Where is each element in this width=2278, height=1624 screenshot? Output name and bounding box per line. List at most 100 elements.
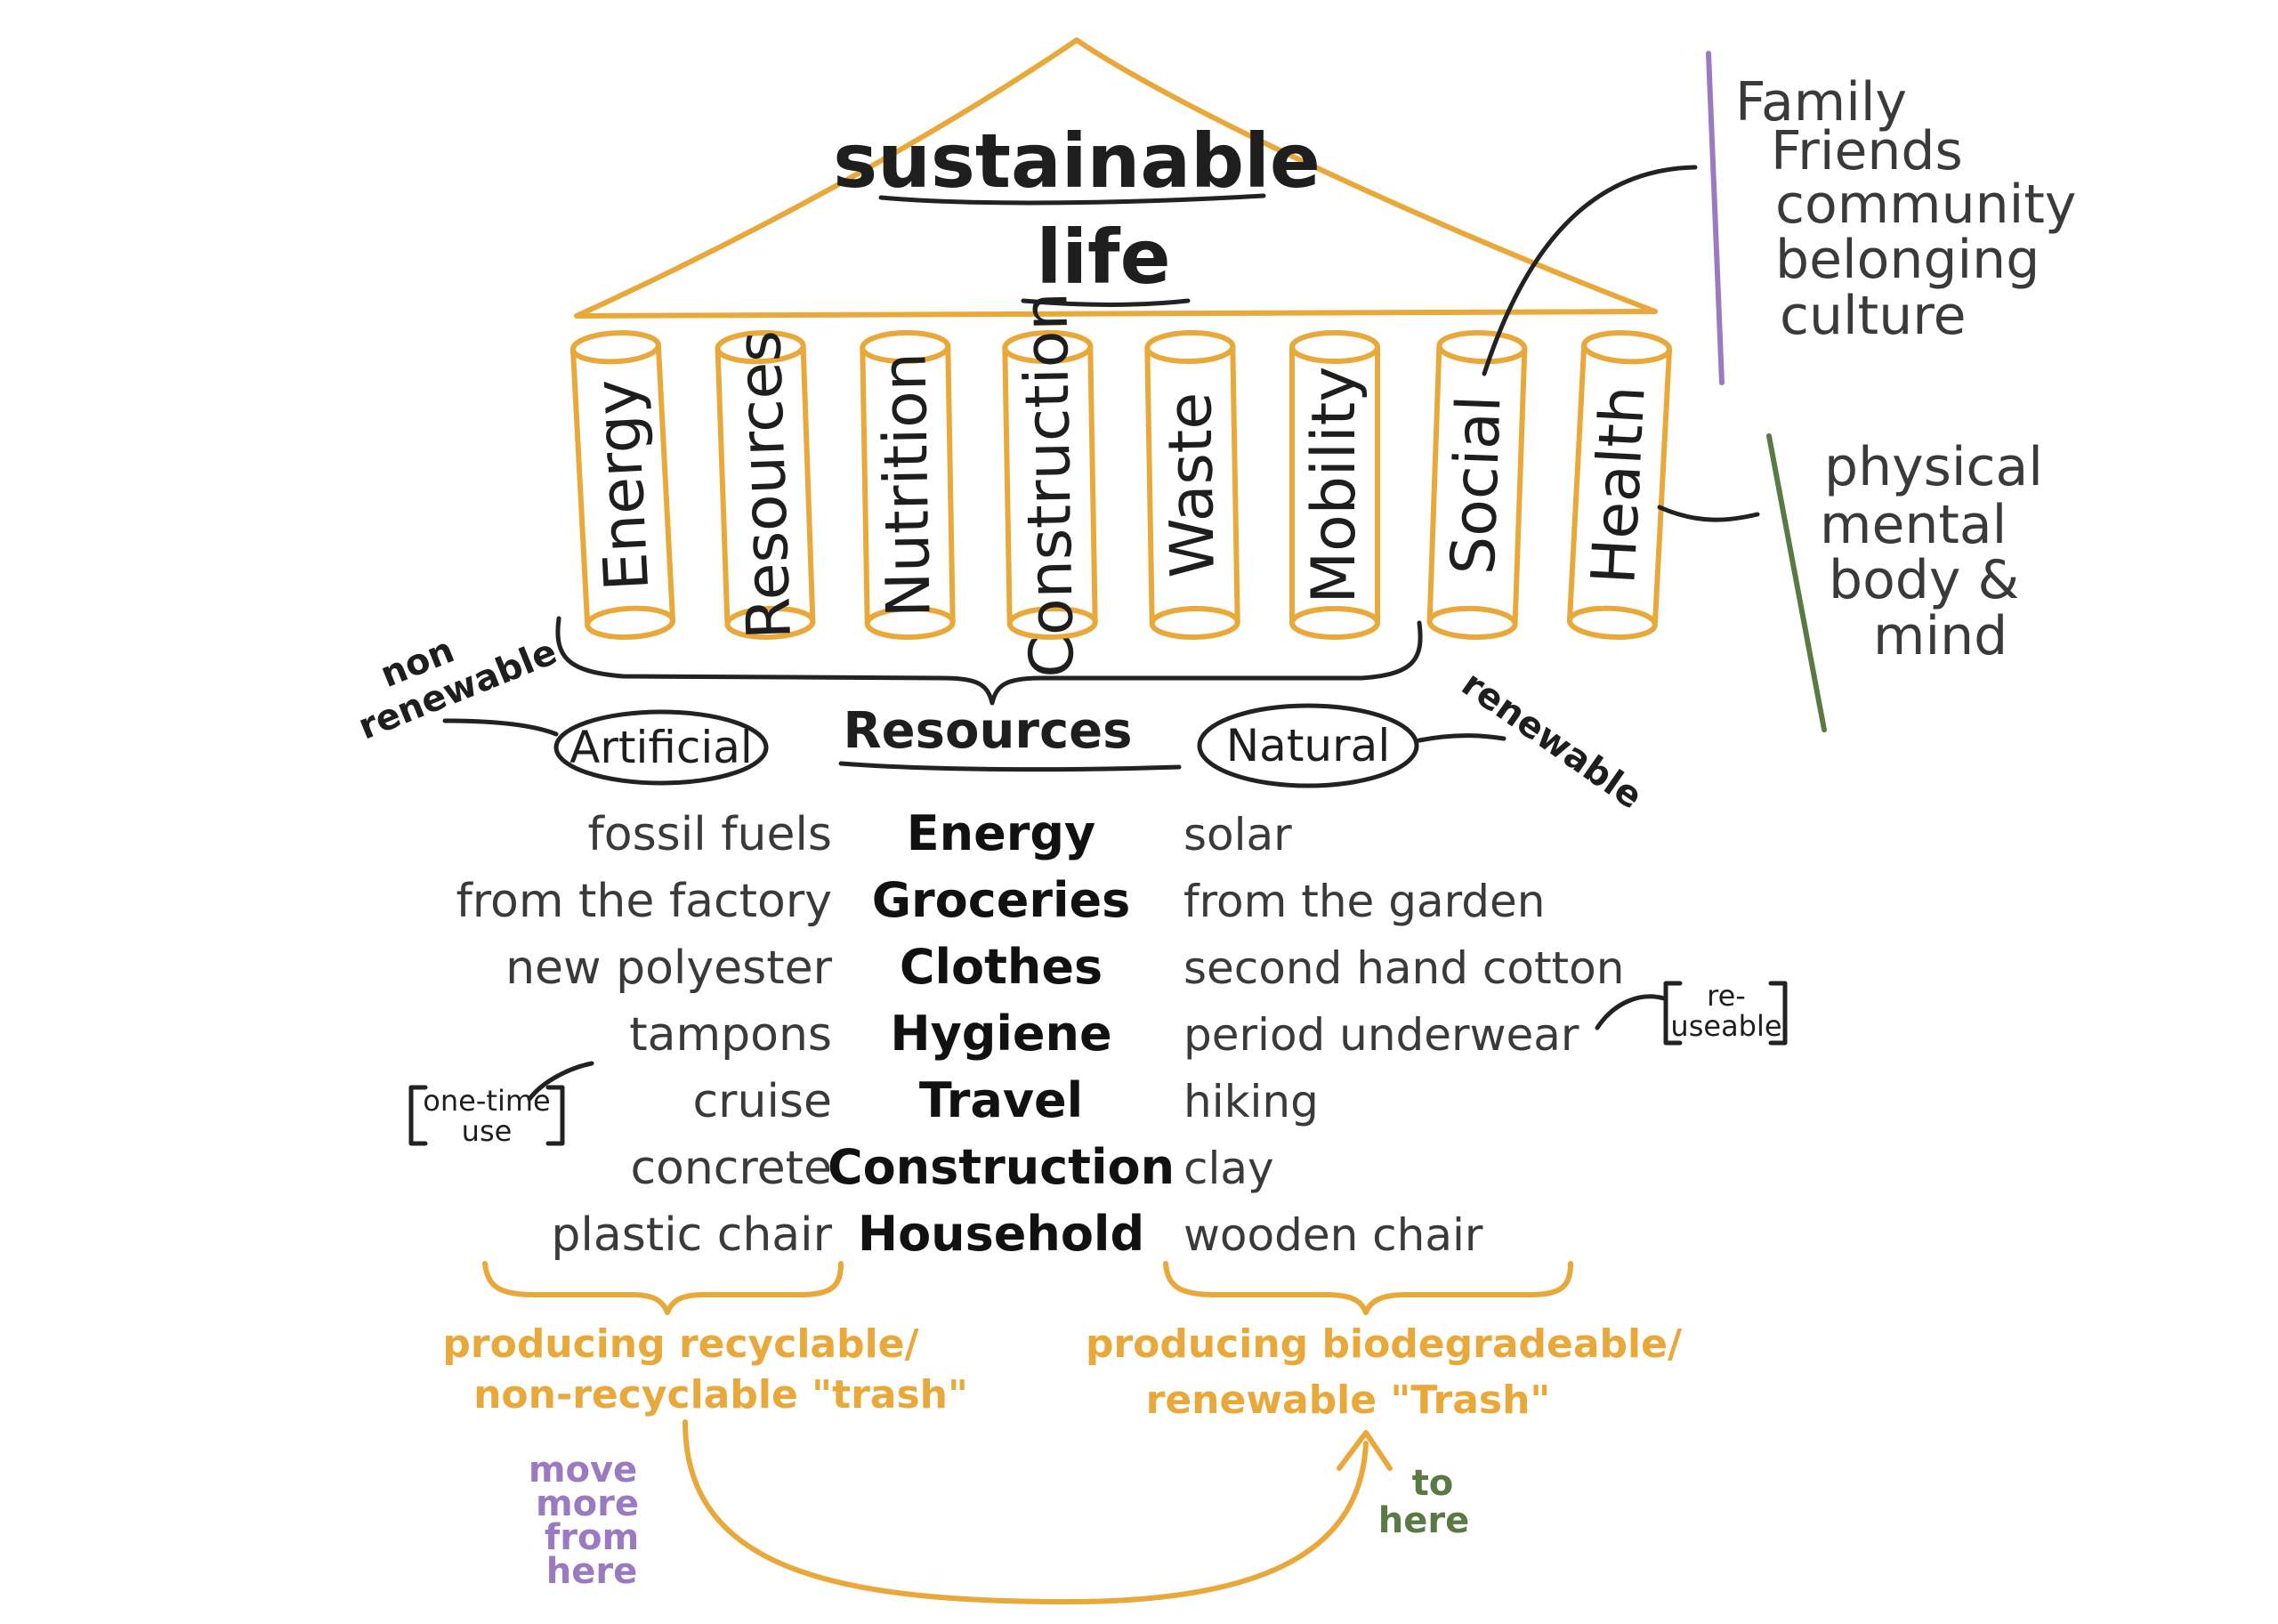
social-divider bbox=[1706, 51, 1725, 385]
natural-item: wooden chair bbox=[1183, 1209, 1483, 1261]
pillar-base bbox=[1289, 606, 1380, 640]
pillar-label-waste: Waste bbox=[1155, 392, 1229, 578]
pillar-side-right bbox=[1087, 343, 1098, 626]
title-underline-2 bbox=[1021, 298, 1191, 307]
health-note-mental: mental bbox=[1820, 494, 2007, 556]
natural-item: second hand cotton bbox=[1183, 942, 1624, 994]
social-note-culture: culture bbox=[1780, 285, 1967, 347]
artificial-connector bbox=[442, 718, 559, 737]
natural-outcome-line-2: renewable "Trash" bbox=[1146, 1378, 1551, 1423]
pillar-top bbox=[1436, 330, 1528, 365]
move-from-line-2: more bbox=[536, 1483, 639, 1524]
move-from-line-4: here bbox=[546, 1551, 637, 1592]
pillar-base bbox=[864, 605, 956, 640]
pillar-side-right bbox=[1652, 346, 1673, 628]
category-label: Clothes bbox=[900, 939, 1103, 995]
reuseable-line-1: re- bbox=[1707, 979, 1746, 1013]
temple-roof bbox=[574, 37, 1658, 319]
social-note-community: community bbox=[1775, 174, 2076, 236]
pillar-side-right bbox=[1512, 345, 1528, 627]
non-renewable-line-2: renewable bbox=[352, 632, 562, 748]
pillar-side-left bbox=[1426, 343, 1442, 625]
move-from-line-3: from bbox=[545, 1517, 639, 1558]
natural-item: solar bbox=[1183, 809, 1292, 860]
pillar-label-health: Health bbox=[1579, 384, 1660, 586]
move-from-line-1: move bbox=[529, 1450, 637, 1491]
health-note-mind: mind bbox=[1873, 605, 2007, 667]
reuseable-bracket-left bbox=[1663, 981, 1683, 1046]
pillar-base bbox=[1149, 605, 1240, 640]
artificial-item: from the factory bbox=[456, 875, 832, 928]
one-time-use-line-2: use bbox=[462, 1114, 513, 1148]
one-time-use-connector bbox=[527, 1061, 594, 1102]
resources-title: Resources bbox=[844, 702, 1133, 760]
pillar-side-right bbox=[1230, 343, 1240, 626]
pillar-side-left bbox=[570, 346, 591, 628]
pillar-top bbox=[1289, 330, 1380, 364]
natural-item: from the garden bbox=[1183, 876, 1545, 927]
to-here-note: to here bbox=[1378, 1463, 1469, 1541]
resource-row: from the factory Groceries from the garden bbox=[456, 872, 1545, 928]
natural-item: hiking bbox=[1183, 1076, 1319, 1127]
pillar-energy: Energy bbox=[570, 330, 676, 640]
artificial-item: cruise bbox=[693, 1075, 832, 1128]
move-arrow bbox=[683, 1419, 1369, 1604]
pillar-top bbox=[570, 330, 661, 365]
pillar-label-nutrition: Nutrition bbox=[869, 351, 944, 618]
pillar-side-left bbox=[1002, 344, 1013, 626]
pillar-top bbox=[1144, 330, 1236, 365]
title-line-1: sustainable bbox=[833, 117, 1321, 205]
one-time-use-bracket-right bbox=[545, 1085, 565, 1146]
health-connector bbox=[1657, 505, 1760, 522]
reuseable-line-2: useable bbox=[1670, 1009, 1781, 1043]
pillar-nutrition: Nutrition bbox=[860, 330, 956, 640]
artificial-outcome-line-2: non-recyclable "trash" bbox=[473, 1372, 968, 1418]
social-notes: Family Friends community belonging cultu… bbox=[1735, 71, 2076, 347]
category-label: Construction bbox=[828, 1139, 1175, 1195]
pillar-side-left bbox=[1566, 342, 1587, 624]
pillar-health: Health bbox=[1566, 330, 1673, 640]
title-line-2: life bbox=[1036, 214, 1170, 301]
social-note-belonging: belonging bbox=[1775, 229, 2040, 291]
pillar-label-mobility: Mobility bbox=[1299, 366, 1369, 603]
category-label: Groceries bbox=[872, 872, 1131, 928]
pillar-side-left bbox=[860, 344, 870, 626]
one-time-use-line-1: one-time bbox=[423, 1084, 550, 1118]
health-note-body: body & bbox=[1829, 549, 2019, 611]
to-here-line-1: to bbox=[1412, 1463, 1454, 1504]
artificial-item: tampons bbox=[629, 1008, 832, 1062]
category-label: Hygiene bbox=[890, 1006, 1111, 1062]
pillar-side-right bbox=[655, 342, 676, 624]
health-note-physical: physical bbox=[1824, 436, 2043, 498]
pillar-base bbox=[1006, 605, 1098, 640]
renewable-tag: renewable bbox=[1454, 664, 1650, 818]
social-connector bbox=[1482, 165, 1698, 376]
reuseable-connector bbox=[1595, 994, 1667, 1030]
pillar-social: Social bbox=[1426, 330, 1528, 640]
natural-label: Natural bbox=[1226, 720, 1390, 772]
resources-underline bbox=[838, 761, 1182, 772]
pillar-resources: Resources bbox=[715, 329, 816, 641]
artificial-outcome-line-1: producing recyclable/ bbox=[442, 1321, 919, 1367]
pillar-label-energy: Energy bbox=[582, 377, 663, 593]
artificial-brace bbox=[482, 1261, 844, 1315]
artificial-oval bbox=[553, 709, 769, 786]
pillars-brace bbox=[555, 616, 1423, 706]
category-label: Travel bbox=[919, 1072, 1083, 1128]
pillar-label-social: Social bbox=[1439, 394, 1515, 576]
natural-brace bbox=[1163, 1261, 1573, 1315]
pillar-base bbox=[1426, 605, 1518, 640]
pillar-base bbox=[585, 605, 676, 640]
artificial-item: plastic chair bbox=[551, 1208, 832, 1262]
one-time-use-bracket-left bbox=[408, 1085, 428, 1146]
natural-item: clay bbox=[1183, 1143, 1274, 1194]
reuseable-bracket-right bbox=[1768, 981, 1788, 1046]
artificial-label: Artificial bbox=[570, 722, 753, 773]
